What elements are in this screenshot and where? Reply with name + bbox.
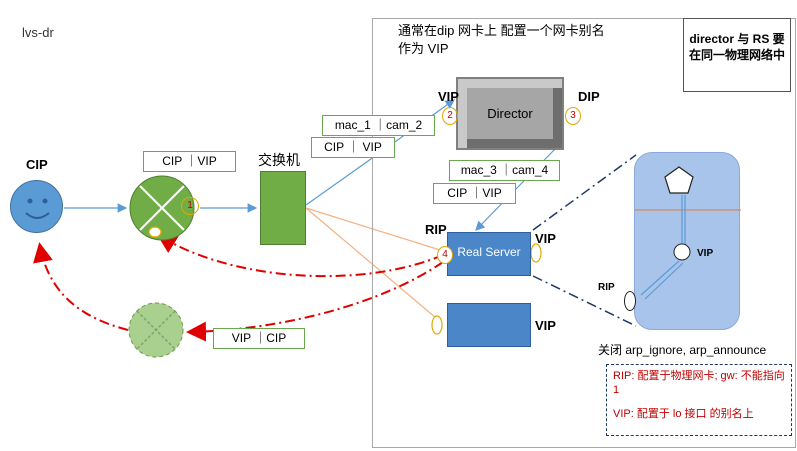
director-dip-label: DIP [578,89,600,104]
step-1-badge: 1 [181,197,199,215]
router-packet-label: CIP ｜VIP [143,151,236,172]
director-label: Director [487,106,533,121]
switch-label: 交换机 [258,152,300,168]
zoom-line-top [532,154,637,231]
orange-switch-rs1 [305,207,441,251]
packet-reply: VIP ｜CIP [213,328,305,349]
step-2-badge: 2 [442,107,458,125]
switch-box [260,171,306,245]
packet-mac-2: mac_3 ｜cam_4 [449,160,560,181]
real-server-box [447,232,531,276]
zoom-line-bottom [532,275,637,327]
iface-rs2-oval [431,315,443,335]
reply-path-rs-router [156,233,444,278]
config-note-box: RIP: 配置于物理网卡; gw: 不能指向 1 VIP: 配置于 lo 接口 … [606,364,792,436]
zoom-rip-label: RIP [598,282,615,293]
arp-note: 关闭 arp_ignore, arp_announce [598,343,767,357]
step-4-badge: 4 [437,246,453,264]
real-server-2-box [447,303,531,347]
packet-mac-1: mac_1 ｜cam_2 [322,115,435,136]
director-box [456,77,564,150]
zone-note: 通常在dip 网卡上 配置一个网卡别名 作为 VIP [398,23,605,56]
real-server-label: Real Server [457,245,521,259]
iface-router-oval [148,226,162,238]
orange-switch-rs2 [305,207,437,319]
zoom-rip-oval [624,291,636,311]
router-faded-icon [128,302,184,358]
client-smiley-icon [10,180,63,233]
client-label: CIP [26,157,48,172]
diagram-title: lvs-dr [22,25,54,40]
iface-rs1-vip-oval [530,243,542,263]
rs-detail-zoom [623,152,741,330]
packet-ip-1: CIP ｜ VIP [311,137,395,158]
director-vip-label: VIP [438,89,459,104]
server-zone-frame [372,18,796,448]
same-network-note: director 与 RS 要在同一物理网络中 [683,18,791,92]
rs2-vip-label: VIP [535,318,556,333]
vip-config-note: VIP: 配置于 lo 接口 的别名上 [613,408,754,420]
rip-config-note: RIP: 配置于物理网卡; gw: 不能指向 1 [613,370,785,396]
reply-path-router-client [33,242,129,331]
router-icon [129,175,195,241]
step-3-badge: 3 [565,107,581,125]
rs-vip-label: VIP [535,231,556,246]
reply-path-rs-router2 [186,261,444,342]
rs-rip-label: RIP [425,222,447,237]
zoom-vip-label: VIP [697,248,714,259]
packet-ip-2: CIP ｜VIP [433,183,516,204]
